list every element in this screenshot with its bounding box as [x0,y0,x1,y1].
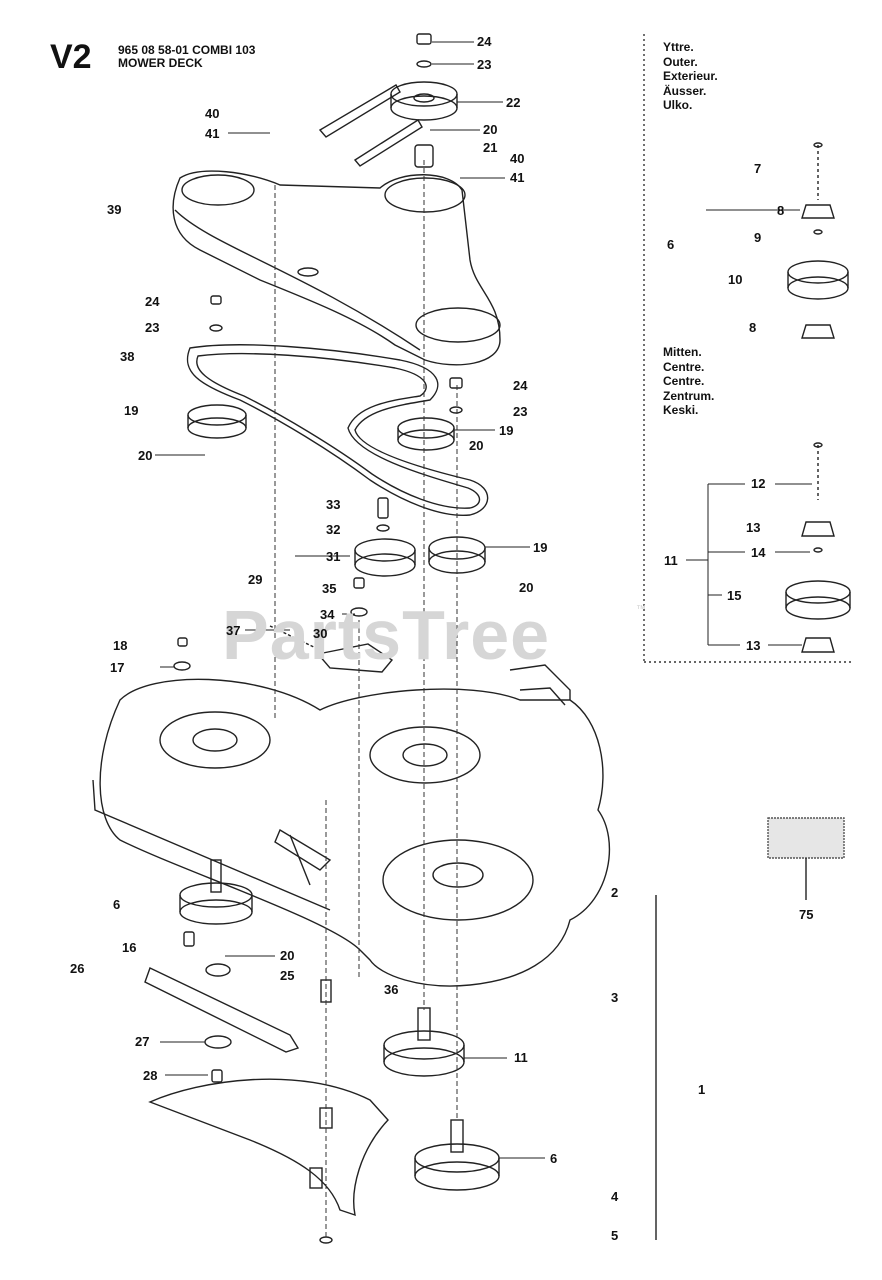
cutting-blade [144,963,300,1083]
callout: 24 [513,378,528,393]
callout: 7 [754,161,762,176]
callout: 36 [384,982,399,997]
callout: 6 [113,897,121,912]
drive-belt [186,344,489,517]
callout: 41 [510,170,525,185]
tension-arm [173,625,394,673]
callout: 23 [477,57,492,72]
spindle-center [383,1007,465,1077]
callout: 13 [746,638,761,653]
lower-baffle [148,979,389,1244]
callout: 6 [550,1151,558,1166]
assembly-axes [274,160,458,1240]
callout: 17 [110,660,125,675]
callout: 19 [124,403,139,418]
callout: 21 [483,140,498,155]
callout: 4 [611,1189,619,1204]
watermark: PartsTree [222,596,551,674]
callout: 12 [751,476,766,491]
decal-75 [767,817,845,900]
callout: 22 [506,95,521,110]
callout: 24 [477,34,492,49]
callout: 24 [145,294,160,309]
idler-pulley-19-left [187,295,247,439]
watermark-trademark: ™ [636,604,646,615]
callout: 30 [313,626,328,641]
callout: 19 [533,540,548,555]
callout: 11 [664,553,678,568]
callout: 28 [143,1068,158,1083]
spindle-right [414,1119,500,1191]
callout: 20 [483,122,498,137]
tension-pulley-31 [350,497,416,617]
callout: 39 [107,202,122,217]
callout: 8 [777,203,785,218]
callout: 35 [322,581,337,596]
callout: 14 [751,545,766,560]
callout: 9 [754,230,762,245]
callout: 19 [499,423,514,438]
callout: 10 [728,272,743,287]
callout: 13 [746,520,761,535]
diagram-title: MOWER DECK [118,56,203,70]
callout: 25 [280,968,295,983]
callout: 3 [611,990,619,1005]
top-pulley-group [318,33,458,168]
caption-center: Mitten. Centre. Centre. Zentrum. Keski. [663,345,715,417]
callout: 38 [120,349,135,364]
callout: 32 [326,522,341,537]
spindle-left [179,859,253,947]
callout: 1 [698,1082,706,1097]
callout: 41 [205,126,220,141]
idler-pulley-19-center [397,377,463,451]
callout: 27 [135,1034,150,1049]
callout: 33 [326,497,341,512]
callout: 6 [667,237,675,252]
callout: 20 [519,580,534,595]
inset-outer-spindle [787,142,849,339]
callout: 20 [469,438,484,453]
callout: 23 [513,404,528,419]
mower-deck-housing [92,664,611,987]
callout: 26 [70,961,85,976]
callout: 20 [138,448,153,463]
leader-lines [155,41,812,1159]
callout: 29 [248,572,263,587]
callout: 5 [611,1228,619,1243]
callout: 23 [145,320,160,335]
caption-outer: Yttre. Outer. Exterieur. Äusser. Ulko. [663,40,718,112]
callout: 31 [326,549,341,564]
callout: 37 [226,623,241,638]
callout: 75 [799,907,814,922]
section-code: V2 [50,38,92,76]
callout: 18 [113,638,128,653]
callout: 40 [205,106,220,121]
callout: 15 [727,588,742,603]
belt-cover [172,170,501,366]
inset-center-spindle [785,442,851,653]
callout: 40 [510,151,525,166]
callout: 34 [320,607,335,622]
callout: 11 [514,1050,528,1065]
callout: 16 [122,940,137,955]
part-number-line: 965 08 58-01 COMBI 103 [118,43,256,57]
callout: 20 [280,948,295,963]
callout: 8 [749,320,757,335]
callout: 2 [611,885,619,900]
